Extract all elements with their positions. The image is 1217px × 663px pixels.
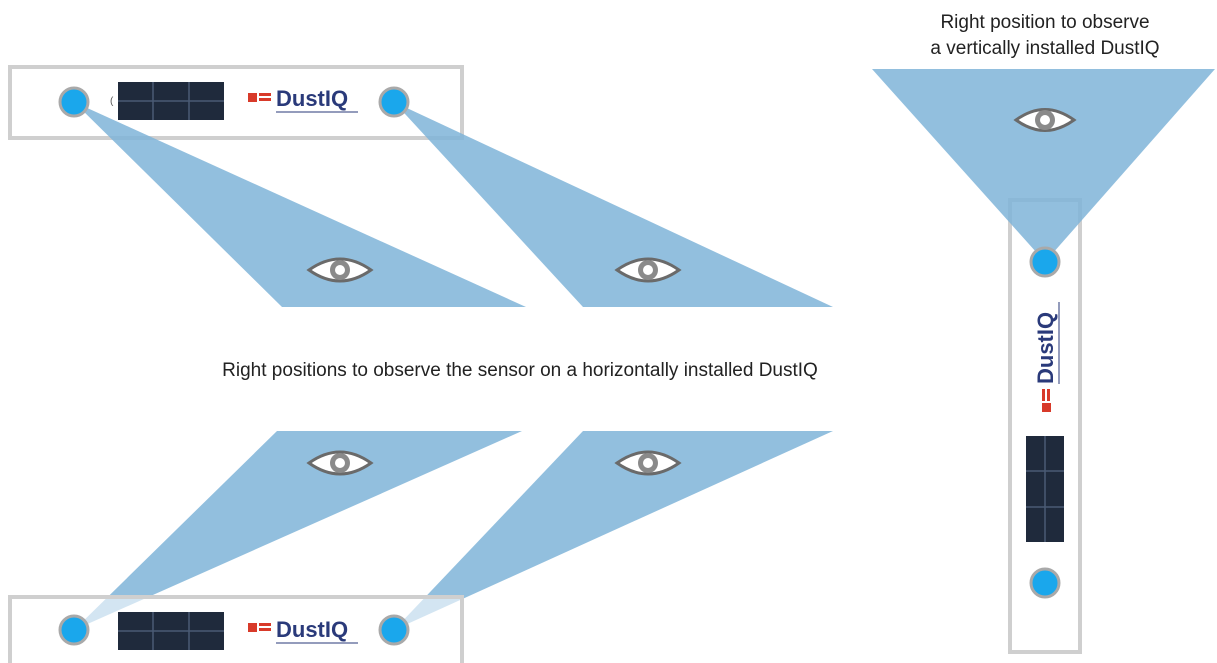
sensor-dot [378,614,410,646]
brand-logo-text: DustIQ [1033,312,1058,384]
sensor-dot [58,614,90,646]
eye-icon [306,257,374,283]
sensor-dot [58,86,90,118]
solar-panel [1026,436,1064,542]
view-cone-bottom-left [74,431,522,630]
sensor-dot [1029,246,1061,278]
eye-icon [1013,108,1077,132]
caption-vertical: Right position to observe a vertically i… [880,10,1210,62]
view-cone-top-left [74,102,526,307]
sensor-dot [1029,567,1061,599]
caption-horizontal: Right positions to observe the sensor on… [222,360,818,381]
brand-logo: DustIQ [1033,302,1060,412]
brand-logo: DustIQ [248,86,358,113]
solar-panel: ( [110,82,224,120]
svg-text:(: ( [110,96,114,107]
view-cone-top-right [394,102,833,307]
caption-vertical-line2: a vertically installed DustIQ [930,38,1160,59]
brand-logo-text: DustIQ [276,617,348,642]
brand-logo: DustIQ [248,617,358,644]
view-cone-bottom-right [394,431,833,630]
solar-panel [118,612,224,650]
eye-icon [306,450,374,476]
eye-icon [614,450,682,476]
view-cone-vertical [872,69,1215,262]
caption-vertical-line1: Right position to observe [940,12,1150,33]
brand-logo-text: DustIQ [276,86,348,111]
eye-icon [614,257,682,283]
sensor-dot [378,86,410,118]
